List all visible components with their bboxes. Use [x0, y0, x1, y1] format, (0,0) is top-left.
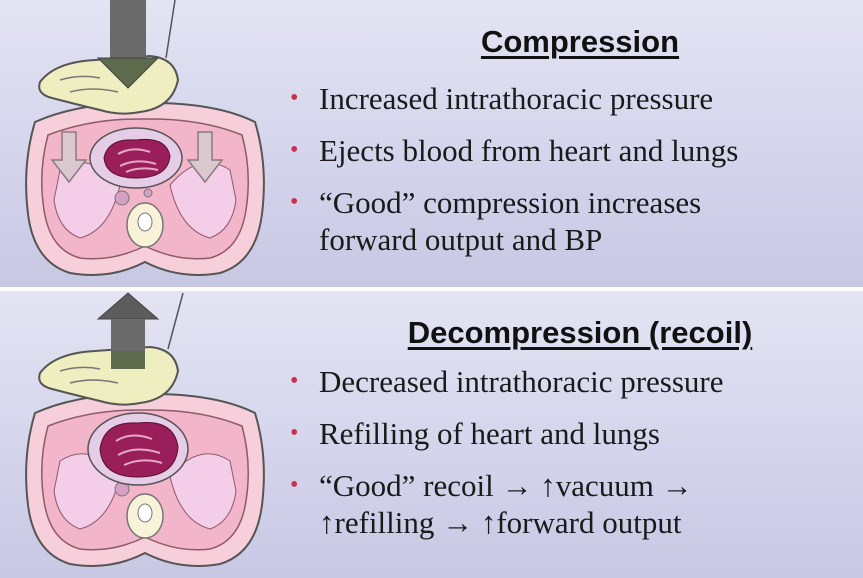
bullet-dot: •: [290, 184, 298, 221]
bullet-refilling: • Refilling of heart and lungs: [288, 415, 860, 452]
compression-illustration: [0, 0, 290, 287]
bullet-text: “Good” recoil → ↑vacuum →: [319, 468, 693, 503]
bullet-good-recoil: • “Good” recoil → ↑vacuum → ↑refilling →…: [288, 467, 860, 541]
bullet-text: Refilling of heart and lungs: [319, 416, 660, 451]
bullet-text: Ejects blood from heart and lungs: [319, 133, 738, 168]
bullet-text: “Good” compression increases: [319, 185, 701, 220]
compression-heading: Compression: [300, 24, 860, 60]
bullet-decreased-pressure: • Decreased intrathoracic pressure: [288, 363, 860, 400]
heart-icon: [90, 128, 182, 188]
hand-icon: [39, 0, 178, 114]
bullet-text-continued: ↑refilling → ↑forward output: [319, 505, 681, 540]
bullet-dot: •: [290, 467, 298, 504]
bullet-dot: •: [290, 363, 298, 400]
heart-icon: [88, 413, 188, 485]
bullet-text-continued: forward output and BP: [319, 222, 602, 257]
compression-bullets: • Increased intrathoracic pressure • Eje…: [288, 80, 860, 273]
decompression-bullets: • Decreased intrathoracic pressure • Ref…: [288, 363, 860, 556]
bullet-ejects-blood: • Ejects blood from heart and lungs: [288, 132, 860, 169]
bullet-text: Increased intrathoracic pressure: [319, 81, 713, 116]
bullet-good-compression: • “Good” compression increases forward o…: [288, 184, 860, 258]
decompression-heading: Decompression (recoil): [300, 315, 860, 351]
bullet-dot: •: [290, 415, 298, 452]
bullet-increased-pressure: • Increased intrathoracic pressure: [288, 80, 860, 117]
bullet-dot: •: [290, 132, 298, 169]
bullet-dot: •: [290, 80, 298, 117]
decompression-illustration: [0, 291, 290, 578]
bullet-text: Decreased intrathoracic pressure: [319, 364, 724, 399]
